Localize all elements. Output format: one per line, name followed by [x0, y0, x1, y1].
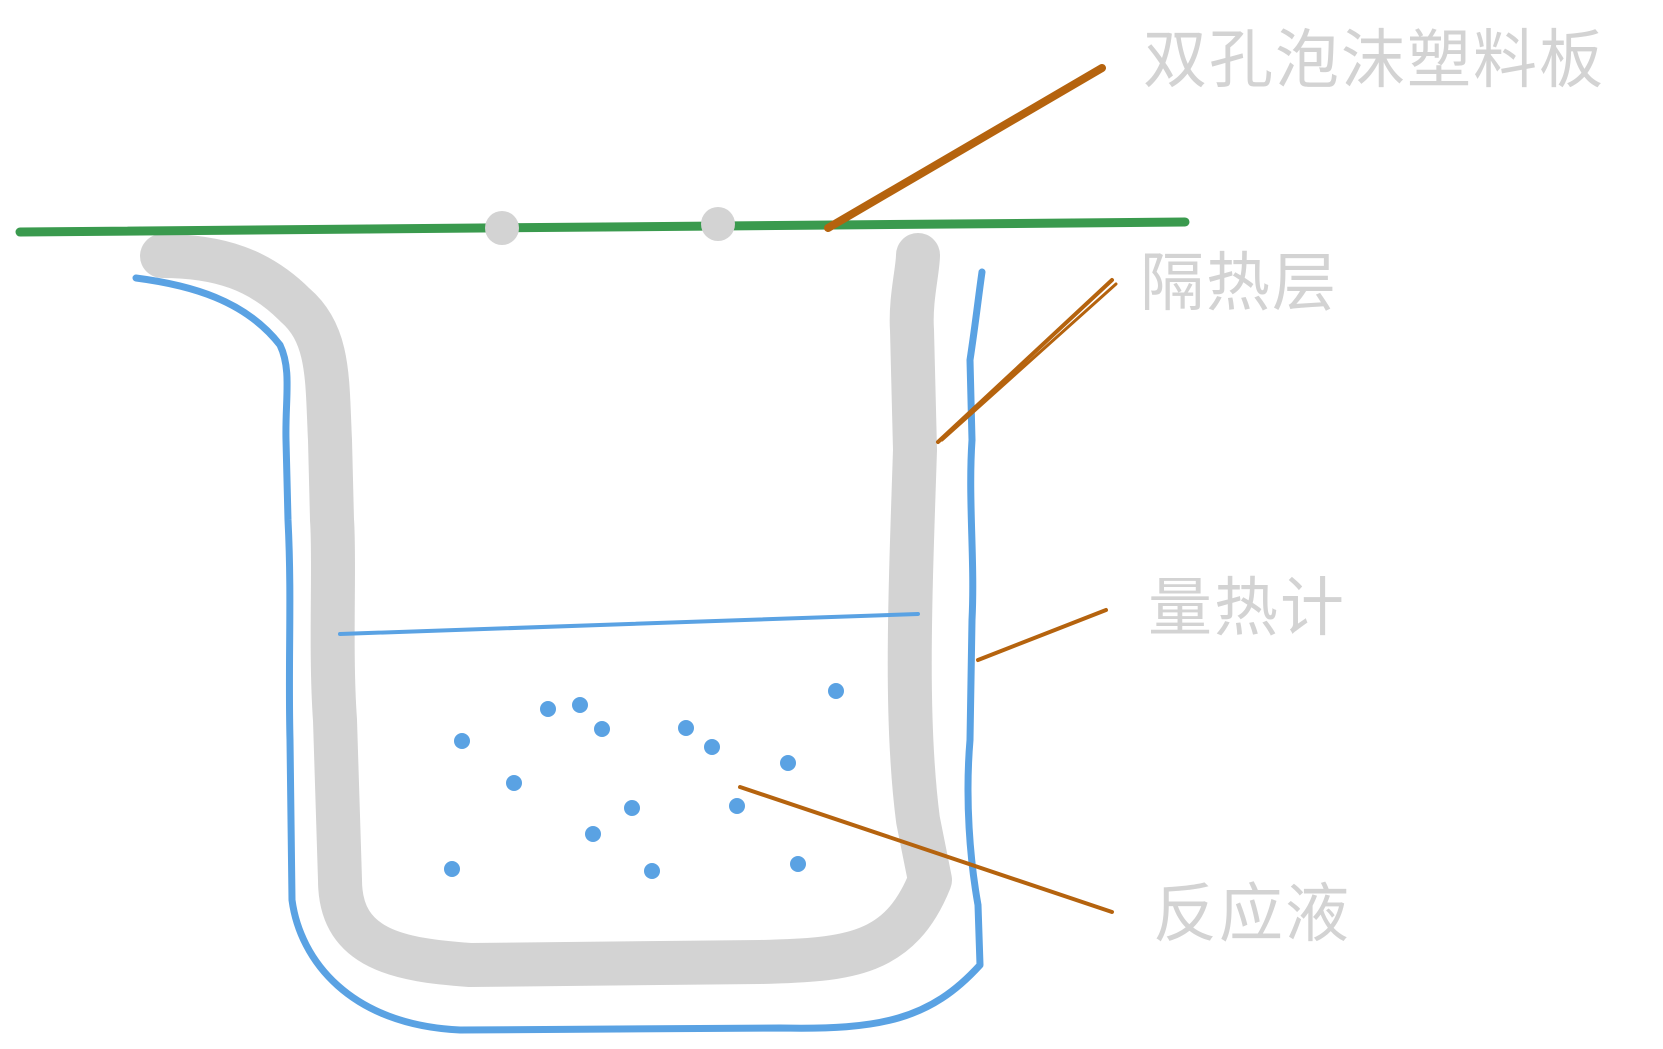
bubble	[572, 697, 588, 713]
bubble	[828, 683, 844, 699]
bubble	[704, 739, 720, 755]
leader-solution	[738, 785, 1114, 914]
label-solution: 反应液	[1153, 878, 1351, 952]
foam-board-hole	[701, 207, 735, 241]
leader-insulation	[936, 278, 1114, 444]
bubble	[454, 733, 470, 749]
label-foam-board: 双孔泡沫塑料板	[1143, 24, 1605, 98]
bubble	[729, 798, 745, 814]
label-insulation: 隔热层	[1140, 247, 1338, 321]
bubble	[644, 863, 660, 879]
calorimeter-wall	[132, 268, 986, 1034]
bubble	[540, 701, 556, 717]
leader-foam-board	[824, 64, 1106, 232]
liquid-surface	[338, 612, 920, 636]
foam-board-hole	[485, 211, 519, 245]
insulation-layer	[140, 233, 952, 987]
bubble	[624, 800, 640, 816]
bubble	[506, 775, 522, 791]
bubble	[780, 755, 796, 771]
leader-insulation-2	[940, 282, 1118, 442]
bubble	[678, 720, 694, 736]
label-calorimeter: 量热计	[1148, 572, 1346, 646]
bubble	[790, 856, 806, 872]
leader-calorimeter	[976, 608, 1108, 662]
bubble	[585, 826, 601, 842]
bubble	[594, 721, 610, 737]
solution-bubbles	[444, 683, 844, 879]
foam-board	[15, 217, 1190, 237]
bubble	[444, 861, 460, 877]
